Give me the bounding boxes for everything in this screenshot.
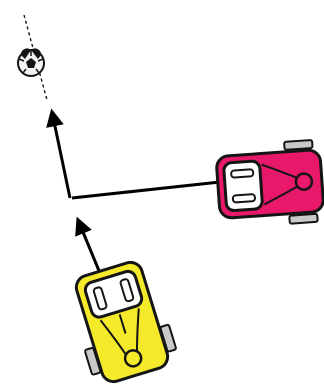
yellow-robot-icon [64, 257, 180, 386]
pink-robot-icon [215, 139, 324, 228]
soccer-ball-icon [18, 48, 44, 76]
pink-robot-path [72, 182, 220, 198]
arrow-from-yellow-robot [78, 220, 102, 278]
arrow-to-ball [52, 112, 70, 198]
